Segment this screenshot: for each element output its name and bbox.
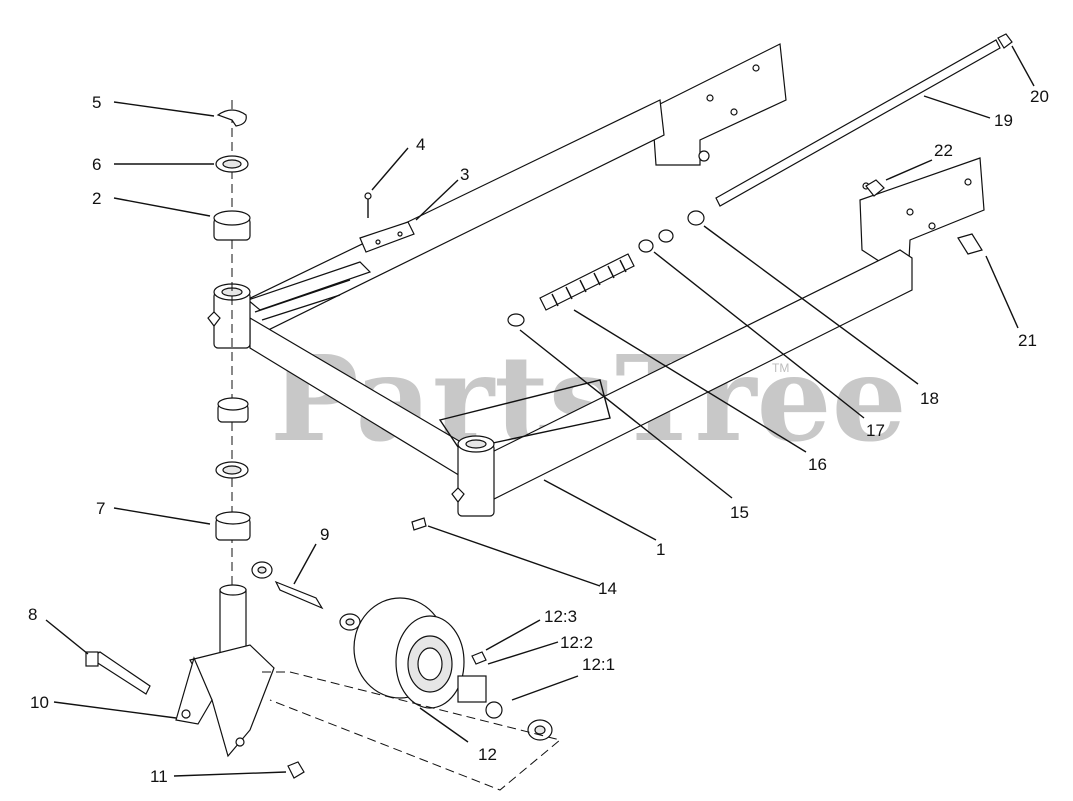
callout-16: 16 bbox=[808, 455, 827, 474]
callout-21: 21 bbox=[1018, 331, 1037, 350]
callout-22: 22 bbox=[934, 141, 953, 160]
callout-8: 8 bbox=[28, 605, 37, 624]
callout-4: 4 bbox=[416, 135, 425, 154]
watermark-tm: TM bbox=[772, 361, 789, 375]
callout-15: 15 bbox=[730, 503, 749, 522]
callout-10: 10 bbox=[30, 693, 49, 712]
wheel-assembly bbox=[251, 561, 562, 791]
plate-assembly bbox=[359, 192, 415, 253]
leader-lines bbox=[45, 45, 1035, 777]
callout-7: 7 bbox=[96, 499, 105, 518]
callout-20: 20 bbox=[1030, 87, 1049, 106]
callout-9: 9 bbox=[320, 525, 329, 544]
callout-6: 6 bbox=[92, 155, 101, 174]
callout-18: 18 bbox=[920, 389, 939, 408]
callout-12-2: 12:2 bbox=[560, 633, 593, 652]
frame-assembly bbox=[207, 43, 985, 517]
callout-12-3: 12:3 bbox=[544, 607, 577, 626]
caster-stack bbox=[213, 100, 251, 590]
callout-11: 11 bbox=[150, 767, 168, 786]
callout-2: 2 bbox=[92, 189, 101, 208]
callout-1: 1 bbox=[656, 540, 665, 559]
spring-rod-assembly bbox=[507, 33, 1013, 327]
callout-19: 19 bbox=[994, 111, 1013, 130]
callout-17: 17 bbox=[866, 421, 885, 440]
caster-fork bbox=[85, 584, 305, 779]
grease-fitting bbox=[411, 517, 427, 531]
callout-14: 14 bbox=[598, 579, 617, 598]
callout-12-1: 12:1 bbox=[582, 655, 615, 674]
callout-12: 12 bbox=[478, 745, 497, 764]
callout-labels: 1 2 3 4 5 6 7 8 9 10 11 12 12:1 12:2 12:… bbox=[28, 87, 1049, 786]
callout-5: 5 bbox=[92, 93, 101, 112]
callout-3: 3 bbox=[460, 165, 469, 184]
